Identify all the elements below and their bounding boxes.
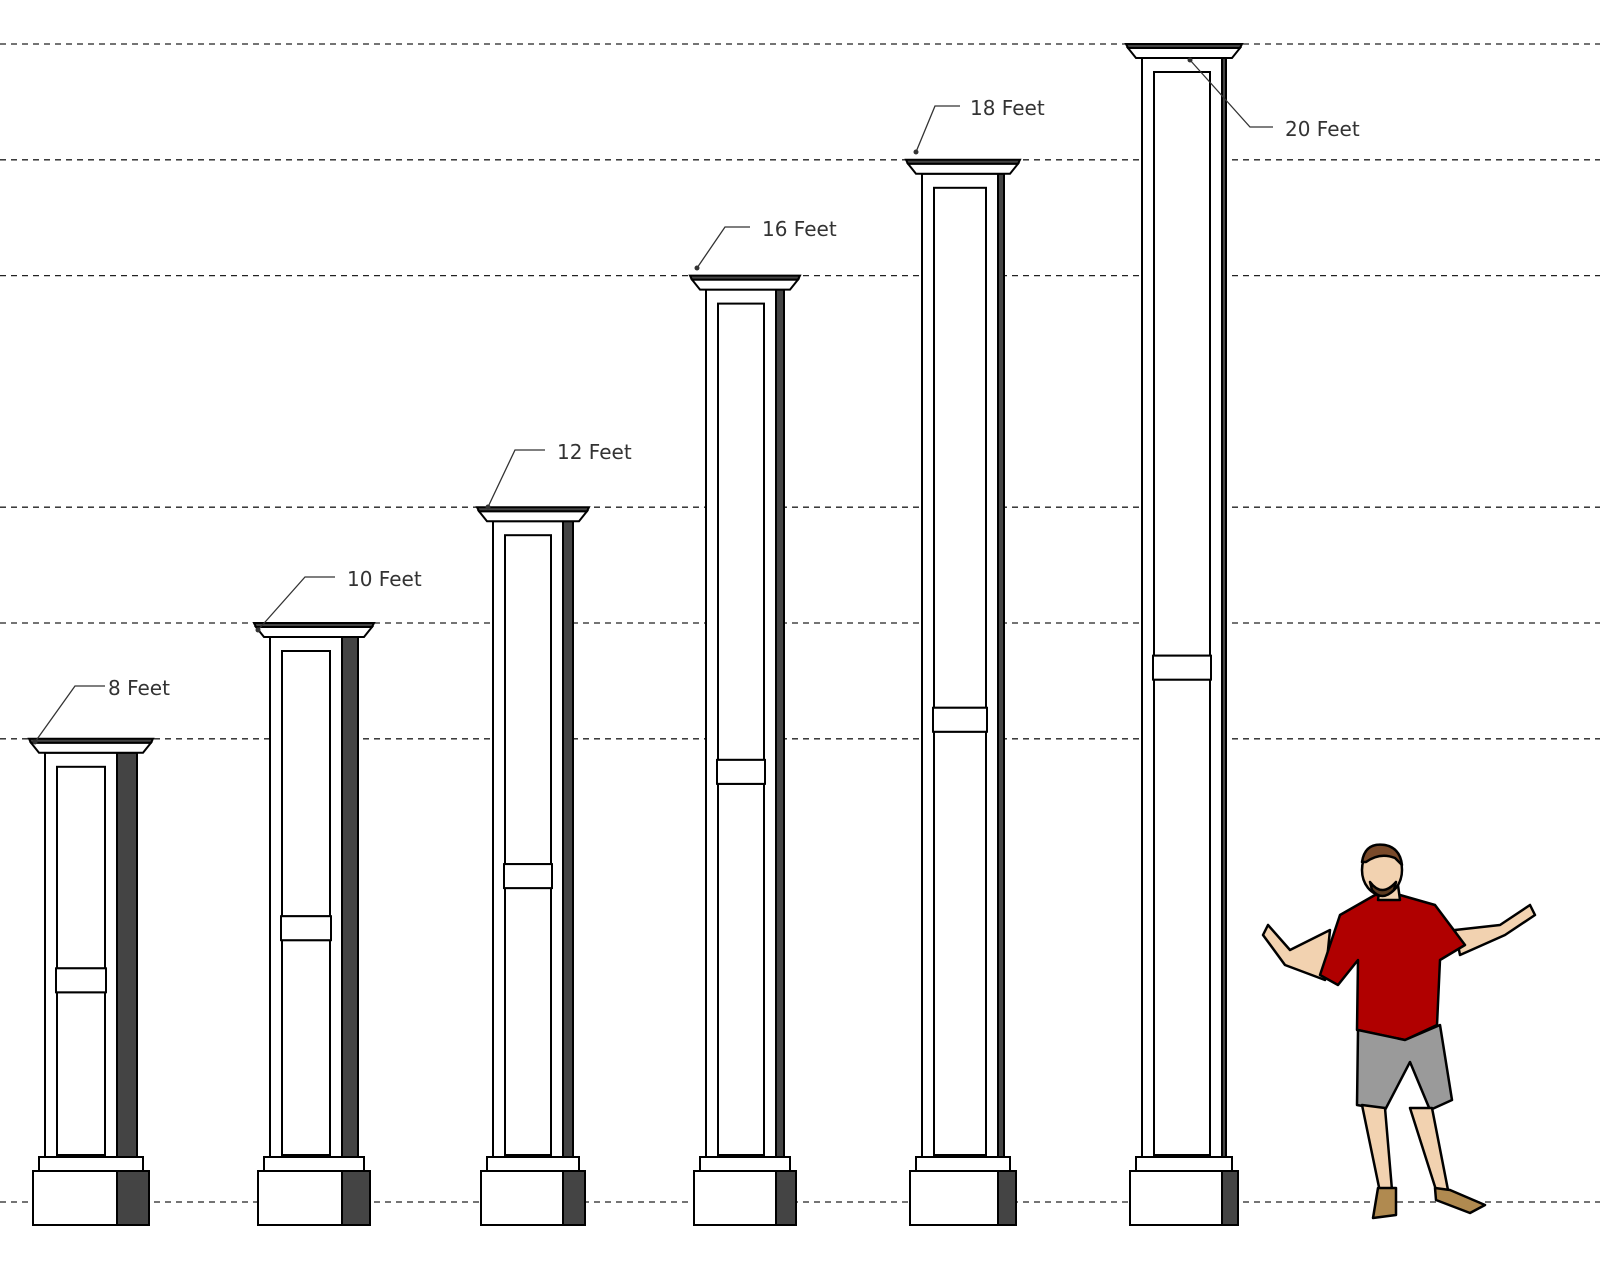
- column-side-face: [116, 751, 138, 1166]
- column-base-front: [693, 1170, 777, 1226]
- leader-arrowhead: [1187, 57, 1193, 63]
- person-left-shoe: [1371, 1186, 1398, 1220]
- column-lower-panel: [933, 730, 987, 1156]
- column-base-side: [1221, 1170, 1239, 1226]
- column-cap-top: [27, 737, 155, 744]
- person-left-leg: [1360, 1103, 1394, 1194]
- column-base-front: [480, 1170, 564, 1226]
- leader-arrowhead: [32, 739, 38, 745]
- leader-line-12: [487, 449, 545, 508]
- person-right-shoe: [1433, 1186, 1487, 1215]
- column-cap-top: [688, 274, 802, 281]
- person-hair: [1360, 843, 1404, 867]
- leader-line-8: [34, 685, 105, 743]
- gridlines: [0, 43, 1600, 1203]
- height-labels: 8 Feet 10 Feet 12 Feet 16 Feet 18 Feet 2…: [108, 96, 1360, 700]
- column-cap: [1125, 47, 1243, 59]
- leader-arrowhead: [485, 504, 491, 510]
- column-side-face: [775, 288, 785, 1167]
- column-plinth: [486, 1156, 580, 1172]
- person-beard: [1368, 880, 1398, 898]
- leader-line-20: [1189, 59, 1273, 128]
- person-scale-figure: [1261, 843, 1537, 1220]
- column-cap-top: [904, 158, 1022, 165]
- column-lower-panel: [1153, 678, 1211, 1157]
- column-base-side: [341, 1170, 371, 1226]
- column-lower-panel: [504, 887, 552, 1157]
- person-shirt: [1318, 893, 1467, 1042]
- column-12-feet: [475, 506, 591, 1226]
- leader-line-16: [696, 226, 750, 269]
- column-plinth: [915, 1156, 1011, 1172]
- column-lower-panel: [717, 782, 765, 1156]
- column-lower-panel: [281, 939, 331, 1157]
- column-base-side: [116, 1170, 150, 1226]
- column-base-front: [257, 1170, 343, 1226]
- label-10-feet: 10 Feet: [347, 567, 422, 591]
- person-left-arm: [1261, 923, 1332, 982]
- column-panel-rail: [503, 863, 553, 890]
- columns: [27, 43, 1244, 1226]
- column-panel-rail: [932, 706, 988, 733]
- column-16-feet: [688, 274, 802, 1226]
- leader-line-10: [257, 576, 335, 631]
- leader-line-18: [915, 105, 960, 153]
- leader-arrowhead: [913, 149, 919, 155]
- column-side-face: [341, 636, 359, 1166]
- column-cap-top: [252, 622, 376, 628]
- column-plinth: [1135, 1156, 1233, 1172]
- column-panel-rail: [716, 758, 766, 785]
- label-8-feet: 8 Feet: [108, 676, 170, 700]
- column-upper-panel: [504, 534, 552, 866]
- column-plinth: [699, 1156, 791, 1172]
- column-lower-panel: [56, 991, 106, 1156]
- label-20-feet: 20 Feet: [1285, 117, 1360, 141]
- column-base-side: [562, 1170, 586, 1226]
- column-base-side: [997, 1170, 1017, 1226]
- column-base-front: [1129, 1170, 1223, 1226]
- person-right-leg: [1408, 1106, 1450, 1195]
- column-base-front: [32, 1170, 118, 1226]
- column-panel-rail: [280, 915, 332, 942]
- column-panel-rail: [55, 967, 107, 994]
- column-cap: [253, 626, 375, 638]
- column-upper-panel: [933, 186, 987, 709]
- person-right-arm: [1453, 903, 1537, 957]
- label-12-feet: 12 Feet: [557, 440, 632, 464]
- column-cap: [905, 162, 1021, 175]
- column-upper-panel: [56, 765, 106, 970]
- column-panel-rail: [1152, 654, 1212, 681]
- column-side-face: [562, 520, 574, 1166]
- column-upper-panel: [281, 650, 331, 918]
- column-cap: [476, 510, 590, 523]
- column-18-feet: [904, 158, 1022, 1226]
- column-10-feet: [252, 622, 376, 1226]
- column-cap: [28, 741, 154, 754]
- column-plinth: [263, 1156, 365, 1172]
- column-upper-panel: [717, 302, 765, 761]
- column-cap-top: [475, 506, 591, 513]
- column-base-side: [775, 1170, 797, 1226]
- column-20-feet: [1124, 43, 1244, 1226]
- label-18-feet: 18 Feet: [970, 96, 1045, 120]
- column-cap-top: [1124, 43, 1244, 49]
- column-8-feet: [27, 737, 155, 1226]
- column-cap: [689, 278, 801, 291]
- column-plinth: [38, 1156, 144, 1172]
- column-base-front: [909, 1170, 999, 1226]
- leader-arrowhead: [255, 627, 261, 633]
- label-16-feet: 16 Feet: [762, 217, 837, 241]
- leader-lines: [32, 57, 1273, 745]
- column-upper-panel: [1153, 71, 1211, 657]
- leader-arrowhead: [694, 265, 700, 271]
